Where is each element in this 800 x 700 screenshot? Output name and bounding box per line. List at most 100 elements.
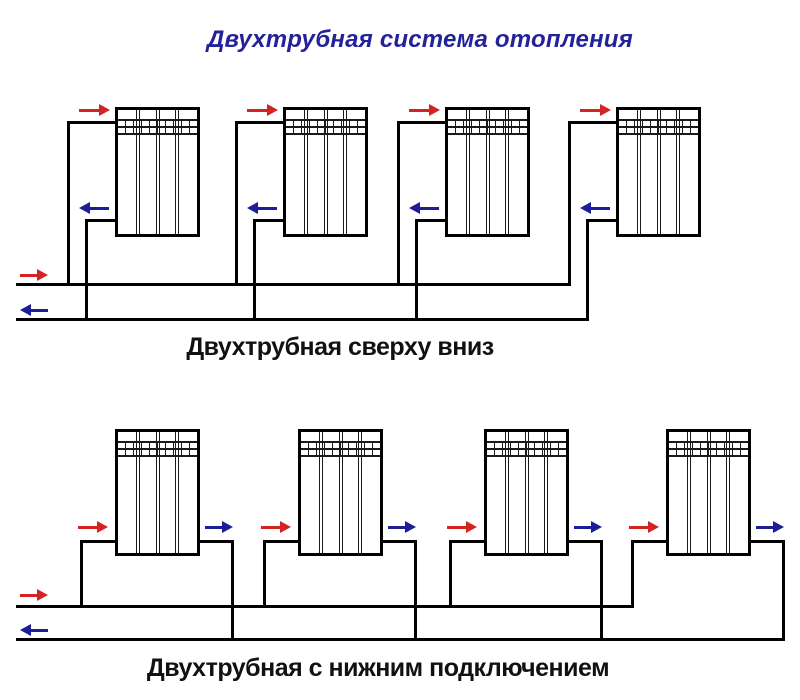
radiator-section-divider bbox=[508, 110, 509, 234]
return-flow-arrow-icon-head bbox=[20, 624, 31, 636]
radiator-section-divider bbox=[710, 432, 711, 553]
radiator-header-tick bbox=[341, 119, 342, 135]
radiator-header-tick bbox=[157, 441, 158, 457]
return-branch-pipe bbox=[415, 219, 445, 222]
radiator bbox=[666, 429, 751, 556]
radiator-section-divider bbox=[178, 432, 179, 553]
return-flow-arrow-icon-shaft bbox=[256, 207, 277, 210]
radiator-section-divider bbox=[676, 110, 677, 234]
supply-branch-pipe bbox=[263, 540, 298, 543]
radiator bbox=[445, 107, 530, 237]
supply-flow-arrow-icon bbox=[409, 104, 440, 116]
radiator-header-tick bbox=[740, 441, 741, 457]
return-flow-arrow-icon-shaft bbox=[574, 526, 593, 529]
radiator-header-tick bbox=[495, 119, 496, 135]
radiator-header-tick bbox=[534, 441, 535, 457]
return-drop-pipe bbox=[414, 540, 417, 641]
radiator-header-tick bbox=[463, 119, 464, 135]
return-riser-pipe bbox=[253, 219, 256, 321]
radiator-header-tick bbox=[455, 119, 456, 135]
radiator-header-tick bbox=[173, 119, 174, 135]
supply-flow-arrow-icon-shaft bbox=[447, 526, 468, 529]
return-flow-arrow-icon-shaft bbox=[756, 526, 775, 529]
radiator-header-tick bbox=[732, 441, 733, 457]
radiator-header-tick bbox=[642, 119, 643, 135]
radiator-section-divider bbox=[525, 432, 526, 553]
return-flow-arrow-icon bbox=[388, 521, 416, 533]
supply-flow-arrow-icon-head bbox=[466, 521, 477, 533]
supply-flow-arrow-icon bbox=[20, 589, 48, 601]
radiator-header-tick bbox=[684, 441, 685, 457]
radiator bbox=[298, 429, 383, 556]
return-flow-arrow-icon bbox=[756, 521, 784, 533]
supply-flow-arrow-icon bbox=[580, 104, 611, 116]
supply-riser-pipe bbox=[568, 121, 571, 286]
radiator-header-tick bbox=[181, 119, 182, 135]
return-flow-arrow-icon bbox=[580, 202, 610, 214]
supply-flow-arrow-icon-head bbox=[600, 104, 611, 116]
radiator-section-divider bbox=[657, 110, 658, 234]
radiator-section-divider bbox=[469, 110, 470, 234]
radiator-header-tick bbox=[125, 441, 126, 457]
radiator-section-divider bbox=[175, 110, 176, 234]
radiator-section-divider bbox=[361, 432, 362, 553]
supply-flow-arrow-icon-shaft bbox=[409, 109, 431, 112]
supply-branch-pipe bbox=[67, 121, 115, 124]
supply-main-pipe bbox=[16, 605, 634, 608]
radiator-header-tick bbox=[558, 441, 559, 457]
radiator-header-tick bbox=[626, 119, 627, 135]
supply-riser-pipe bbox=[631, 540, 634, 608]
radiator-header-tick bbox=[471, 119, 472, 135]
radiator-header-tick bbox=[674, 119, 675, 135]
supply-flow-arrow-icon-head bbox=[267, 104, 278, 116]
radiator-header-tick bbox=[518, 441, 519, 457]
radiator-header-tick bbox=[157, 119, 158, 135]
supply-flow-arrow-icon-shaft bbox=[629, 526, 650, 529]
radiator-header-tick bbox=[700, 441, 701, 457]
return-branch-pipe bbox=[748, 540, 785, 543]
supply-branch-pipe bbox=[80, 540, 115, 543]
supply-flow-arrow-icon-shaft bbox=[247, 109, 269, 112]
return-flow-arrow-icon bbox=[205, 521, 233, 533]
return-flow-arrow-icon-head bbox=[580, 202, 591, 214]
radiator-header-tick bbox=[666, 119, 667, 135]
radiator-section-divider bbox=[505, 432, 506, 553]
supply-flow-arrow-icon bbox=[78, 521, 108, 533]
radiator-header-tick bbox=[682, 119, 683, 135]
radiator-section-divider bbox=[319, 432, 320, 553]
radiator-section-divider bbox=[707, 432, 708, 553]
radiator-section-divider bbox=[679, 110, 680, 234]
return-flow-arrow-icon-head bbox=[409, 202, 420, 214]
radiator-header-tick bbox=[357, 119, 358, 135]
radiator-section-divider bbox=[660, 110, 661, 234]
supply-riser-pipe bbox=[449, 540, 452, 608]
radiator-header-tick bbox=[372, 441, 373, 457]
radiator-section-divider bbox=[637, 110, 638, 234]
supply-flow-arrow-icon-head bbox=[37, 589, 48, 601]
radiator-header-tick bbox=[181, 441, 182, 457]
return-riser-pipe bbox=[586, 219, 589, 321]
supply-flow-arrow-icon bbox=[261, 521, 291, 533]
radiator-section-divider bbox=[156, 110, 157, 234]
radiator bbox=[115, 107, 200, 237]
supply-riser-pipe bbox=[67, 121, 70, 286]
return-branch-pipe bbox=[380, 540, 417, 543]
supply-branch-pipe bbox=[235, 121, 283, 124]
radiator-section-divider bbox=[342, 432, 343, 553]
radiator-header-tick bbox=[634, 119, 635, 135]
radiator-header-tick bbox=[189, 119, 190, 135]
supply-riser-pipe bbox=[263, 540, 266, 608]
supply-flow-arrow-icon-head bbox=[280, 521, 291, 533]
return-flow-arrow-icon-shaft bbox=[418, 207, 439, 210]
radiator-header-tick bbox=[333, 119, 334, 135]
radiator-section-divider bbox=[327, 110, 328, 234]
radiator-header-tick bbox=[324, 441, 325, 457]
radiator-section-divider bbox=[640, 110, 641, 234]
radiator-header-tick bbox=[301, 119, 302, 135]
radiator-section-divider bbox=[346, 110, 347, 234]
radiator-section-divider bbox=[304, 110, 305, 234]
radiator-section-divider bbox=[139, 432, 140, 553]
return-branch-pipe bbox=[253, 219, 283, 222]
radiator-header-tick bbox=[519, 119, 520, 135]
radiator-section-divider bbox=[690, 432, 691, 553]
